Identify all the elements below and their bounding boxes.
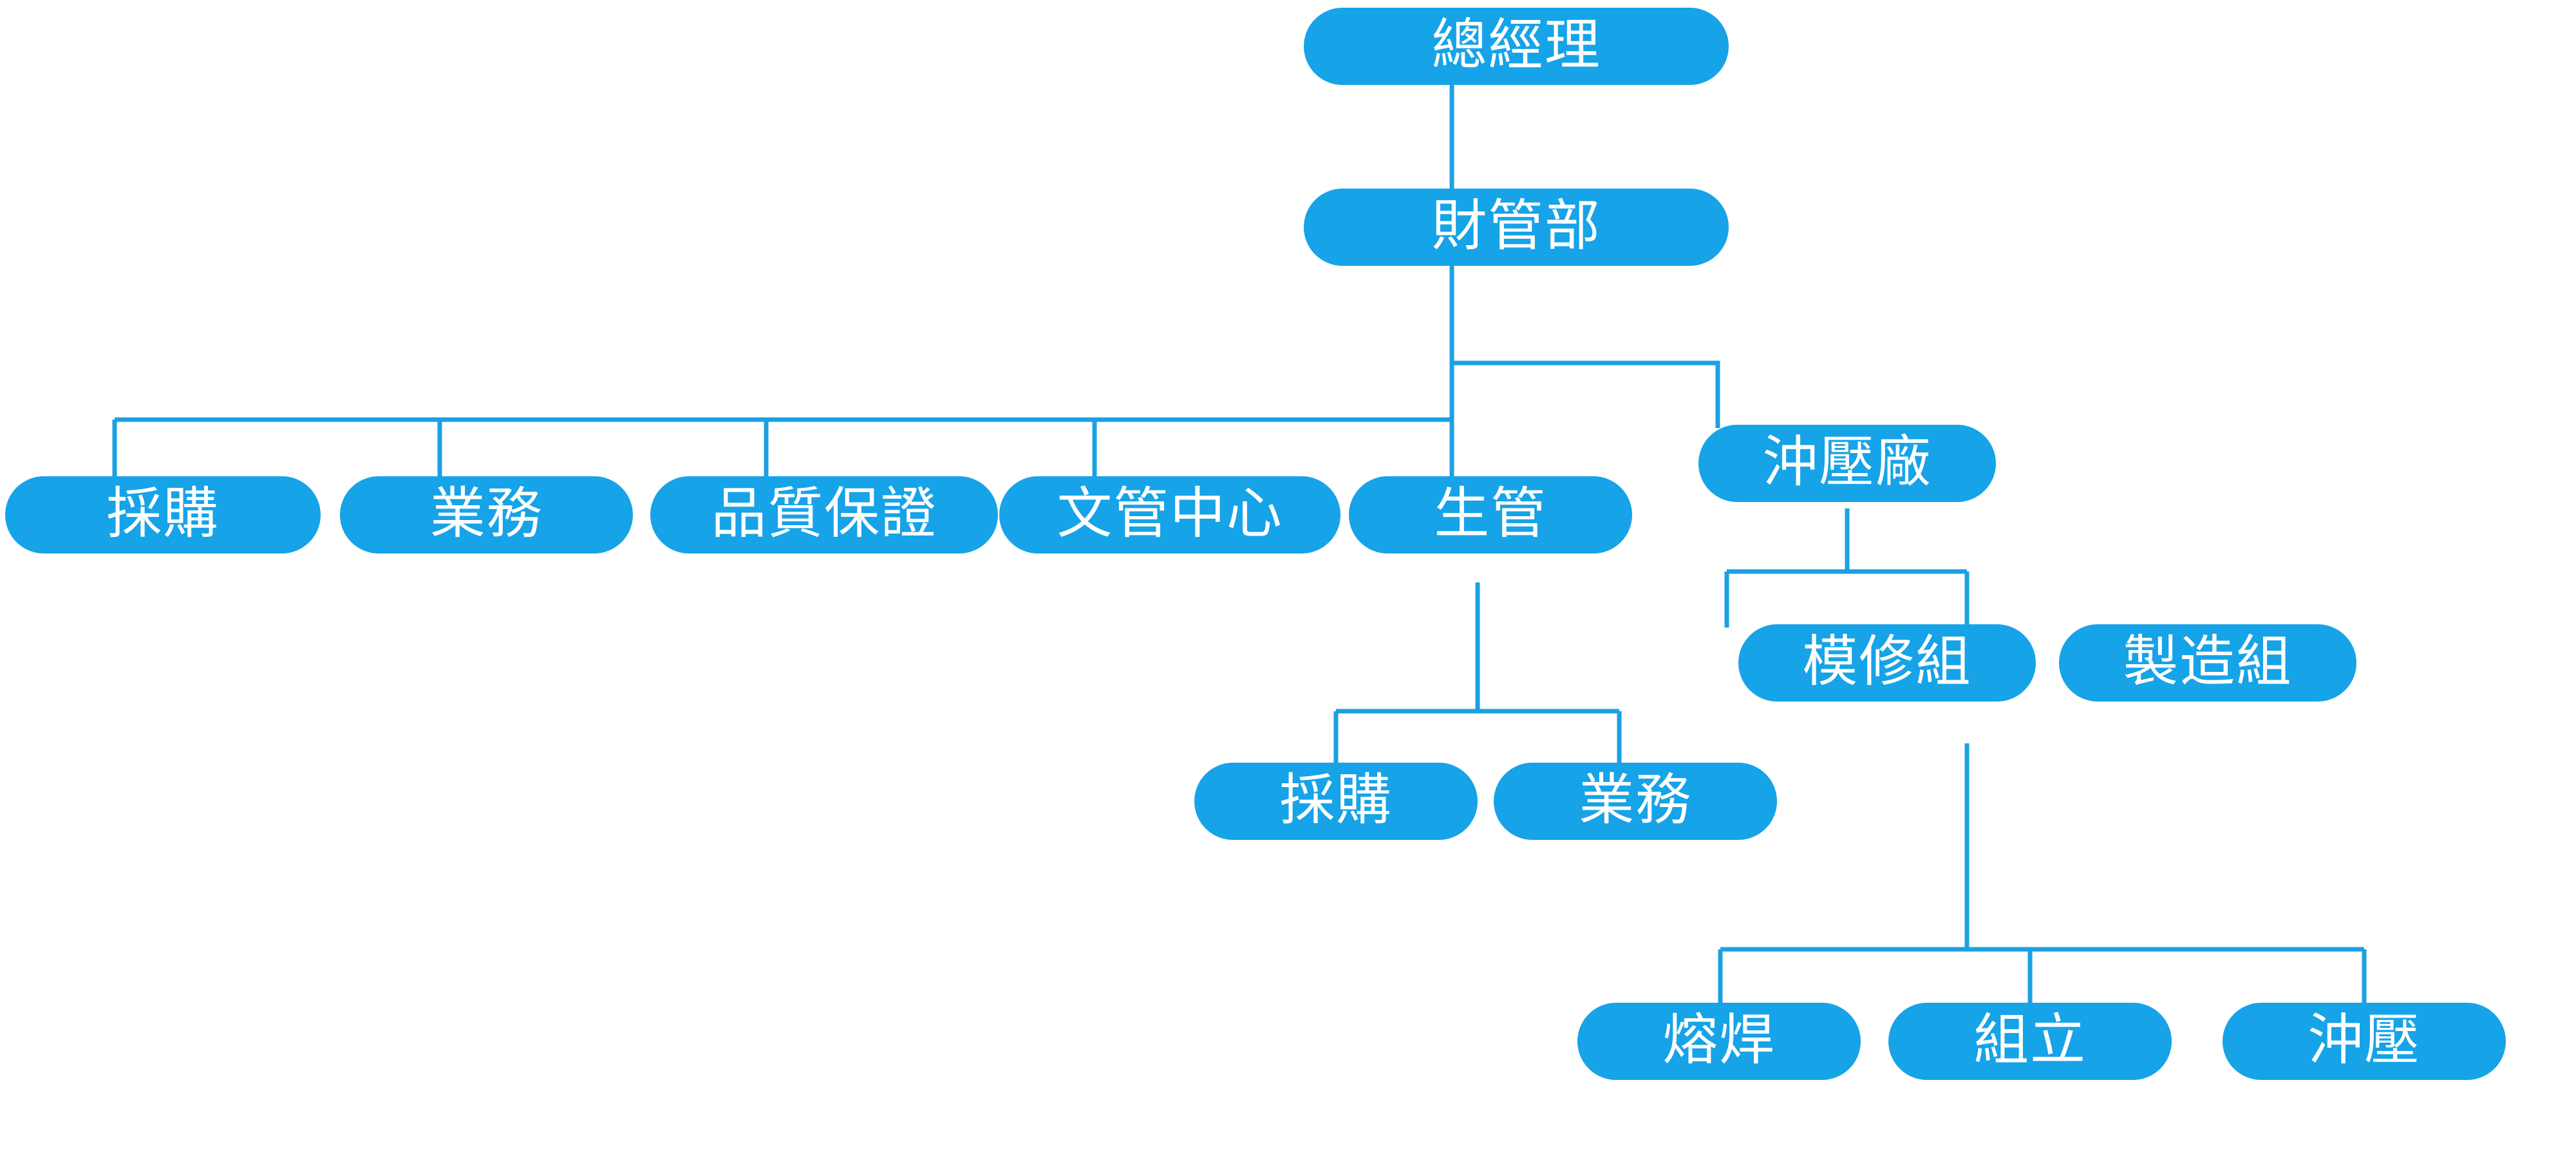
node-purchasing-top[interactable]: 採購 bbox=[5, 476, 321, 553]
node-label-sales-top: 業務 bbox=[429, 481, 543, 546]
node-stamping-plant[interactable]: 沖壓廠 bbox=[1698, 425, 1996, 502]
node-document-center[interactable]: 文管中心 bbox=[999, 476, 1340, 553]
node-label-stamping-plant: 沖壓廠 bbox=[1762, 430, 1932, 494]
node-manufacturing-group[interactable]: 製造組 bbox=[2059, 624, 2356, 702]
node-quality-assurance[interactable]: 品質保證 bbox=[650, 476, 998, 553]
node-label-quality-assurance: 品質保證 bbox=[711, 481, 937, 546]
node-welding[interactable]: 熔焊 bbox=[1577, 1003, 1861, 1080]
node-assembly[interactable]: 組立 bbox=[1888, 1003, 2172, 1080]
node-label-stamping: 沖壓 bbox=[2308, 1008, 2421, 1072]
node-label-mold-repair-group: 模修組 bbox=[1802, 629, 1972, 694]
node-label-finance-dept: 財管部 bbox=[1431, 194, 1601, 258]
node-sales-top[interactable]: 業務 bbox=[340, 476, 633, 553]
node-label-purchasing-sub: 採購 bbox=[1279, 768, 1393, 832]
node-label-purchasing-top: 採購 bbox=[106, 481, 220, 546]
node-label-general-manager: 總經理 bbox=[1431, 13, 1601, 77]
node-sales-sub[interactable]: 業務 bbox=[1494, 763, 1777, 840]
edge-finance-to-stamping-plant bbox=[1452, 360, 1720, 428]
node-label-assembly: 組立 bbox=[1973, 1008, 2087, 1072]
node-general-manager[interactable]: 總經理 bbox=[1304, 8, 1729, 85]
node-production-control[interactable]: 生管 bbox=[1349, 476, 1632, 553]
node-label-production-control: 生管 bbox=[1434, 481, 1547, 546]
node-label-document-center: 文管中心 bbox=[1057, 481, 1283, 546]
node-label-sales-sub: 業務 bbox=[1579, 768, 1692, 832]
node-mold-repair-group[interactable]: 模修組 bbox=[1738, 624, 2036, 702]
node-label-manufacturing-group: 製造組 bbox=[2123, 629, 2293, 694]
node-stamping[interactable]: 沖壓 bbox=[2223, 1003, 2506, 1080]
node-purchasing-sub[interactable]: 採購 bbox=[1194, 763, 1478, 840]
node-finance-dept[interactable]: 財管部 bbox=[1304, 189, 1729, 266]
node-label-welding: 熔焊 bbox=[1662, 1008, 1776, 1072]
